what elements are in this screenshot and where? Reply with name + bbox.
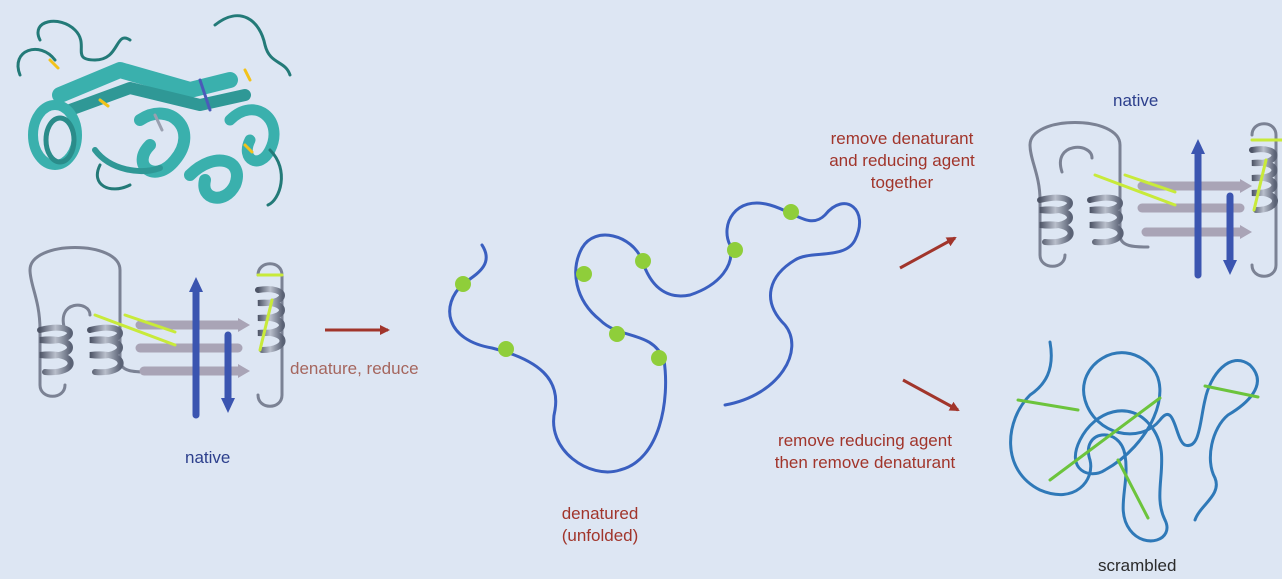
label-remove-together-line2: and reducing agent xyxy=(829,151,975,170)
cysteine-dot xyxy=(576,266,592,282)
label-native-right: native xyxy=(1113,91,1159,110)
disulfide-bond xyxy=(1048,396,1162,482)
cysteine-dot xyxy=(455,276,471,292)
cysteine-dot xyxy=(609,326,625,342)
label-remove-together-line3: together xyxy=(870,173,934,192)
label-denatured-line2: (unfolded) xyxy=(561,526,639,545)
label-remove-reducing: remove reducing agent then remove denatu… xyxy=(755,430,975,474)
label-denatured-line1: denatured xyxy=(561,504,639,523)
cysteine-dot xyxy=(651,350,667,366)
native-cartoon-right xyxy=(1028,121,1282,279)
label-remove-together-line1: remove denaturant xyxy=(830,129,974,148)
protein-ribbon-structure xyxy=(16,14,292,207)
disulfide-bond xyxy=(1116,458,1150,520)
label-remove-reducing-line1: remove reducing agent xyxy=(778,431,952,450)
arrow-refold-native xyxy=(899,236,957,270)
label-denatured: denatured (unfolded) xyxy=(555,503,645,547)
cysteine-dots xyxy=(455,204,799,366)
arrow-refold-scrambled xyxy=(902,378,960,412)
cysteine-dot xyxy=(727,242,743,258)
label-native-left: native xyxy=(185,448,231,467)
label-remove-reducing-line2: then remove denaturant xyxy=(774,453,956,472)
native-cartoon-left xyxy=(28,246,286,419)
cysteine-dot xyxy=(498,341,514,357)
label-scrambled: scrambled xyxy=(1098,556,1177,575)
cysteine-dot xyxy=(783,204,799,220)
scrambled-chain xyxy=(1009,340,1259,543)
disulfide-bond xyxy=(1016,398,1080,412)
cysteine-dot xyxy=(635,253,651,269)
label-denature-reduce: denature, reduce xyxy=(290,359,419,378)
disulfide-bond xyxy=(1203,384,1260,399)
label-remove-together: remove denaturant and reducing agent tog… xyxy=(812,128,992,194)
scrambled-disulfides xyxy=(1016,384,1260,520)
